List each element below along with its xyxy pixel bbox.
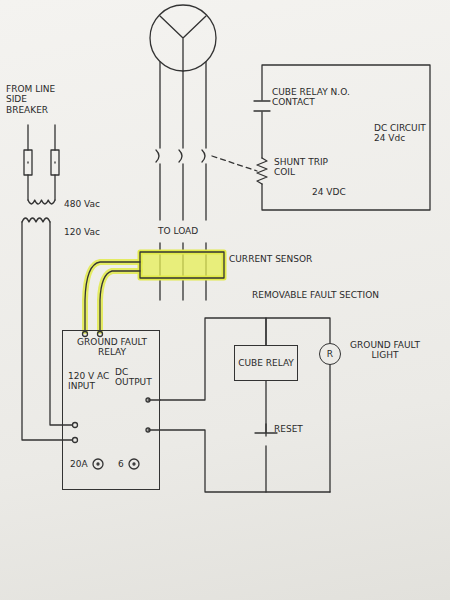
- circuit-label: DC CIRCUIT 24 Vdc: [374, 123, 426, 144]
- load-leads: [160, 164, 206, 220]
- setting-value: 20A: [70, 459, 88, 469]
- reset-branch-wire: [265, 381, 266, 492]
- sensor-wire-highlight: [85, 262, 140, 331]
- indicator-lamp: RGROUND FAULT LIGHT: [319, 343, 341, 365]
- button-name: RESET: [274, 424, 303, 434]
- adjust-knob: [93, 459, 103, 469]
- voltage-label: 480 Vac: [64, 199, 100, 209]
- adjust-knob: [129, 459, 139, 469]
- wire-connector: [266, 318, 330, 345]
- terminal: [83, 332, 88, 337]
- reset-pushbutton: [255, 424, 277, 433]
- cube-relay-box: CUBE RELAY: [234, 345, 298, 381]
- fuse-element: [28, 162, 55, 163]
- relay-title: GROUND FAULT RELAY: [69, 337, 155, 358]
- voltage-label: 24 VDC: [312, 187, 362, 197]
- current-sensor: [140, 252, 224, 278]
- section-note: REMOVABLE FAULT SECTION: [252, 290, 379, 300]
- coil-label: SHUNT TRIP COIL: [274, 157, 336, 178]
- breaker-contacts: [156, 150, 205, 162]
- transformer-secondary: [22, 218, 50, 222]
- input-label: 120 V AC INPUT: [68, 371, 112, 392]
- terminal: [73, 423, 78, 428]
- part-name: CURRENT SENSOR: [229, 254, 312, 264]
- lamp-return-wire: [329, 365, 330, 492]
- control-power-wires: [22, 222, 72, 440]
- motor-windings: [160, 16, 206, 71]
- contact-label: CUBE RELAY N.O. CONTACT: [272, 87, 352, 108]
- node-text: CUBE RELAY: [238, 358, 294, 368]
- output-label: DC OUTPUT: [115, 367, 159, 388]
- sensor-wires: [85, 262, 140, 331]
- adjust-knob: [97, 463, 99, 465]
- source-note: FROM LINE SIDE BREAKER: [6, 84, 68, 115]
- dc-circuit-outline: [262, 65, 430, 210]
- transformer-primary: [28, 200, 55, 204]
- terminal: [98, 332, 103, 337]
- relay-contact-symbol: [254, 101, 270, 111]
- dc-output-wiring: [148, 400, 330, 492]
- terminal: [146, 398, 150, 402]
- voltage-label: 120 Vac: [64, 227, 100, 237]
- adjust-knob: [133, 463, 135, 465]
- load-note: TO LOAD: [158, 226, 198, 236]
- sensor-highlight: [140, 252, 224, 278]
- terminal: [73, 438, 78, 443]
- motor-leads: [160, 62, 206, 148]
- wire-line: [266, 318, 330, 345]
- terminal: [146, 428, 150, 432]
- lamp-label: GROUND FAULT LIGHT: [348, 340, 422, 361]
- shunt-trip-coil-symbol: [257, 158, 267, 184]
- setting-value: 6: [118, 459, 124, 469]
- trip-linkage: [212, 156, 257, 171]
- motor-symbol: [150, 5, 216, 71]
- dc-circuit-box: CUBE RELAY N.O. CONTACT SHUNT TRIP COIL 24…: [262, 65, 430, 210]
- node-text: R: [327, 349, 333, 359]
